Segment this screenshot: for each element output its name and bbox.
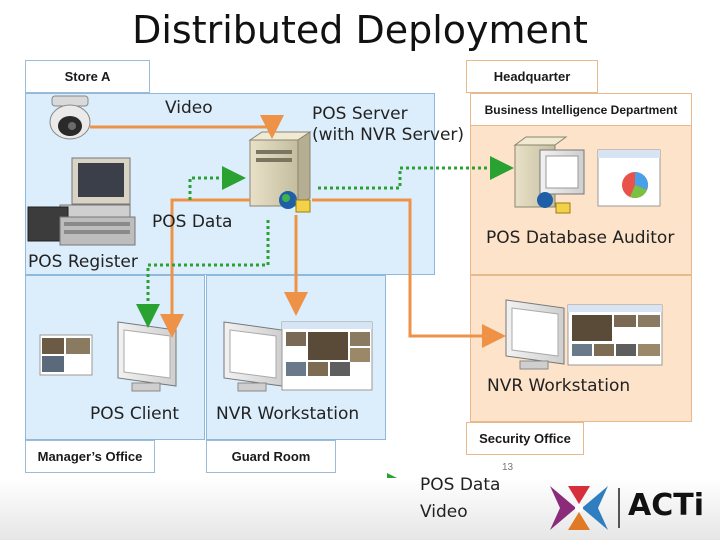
legend-video-label: Video xyxy=(420,502,468,522)
guard-nvr-monitor-icon xyxy=(223,321,373,392)
bi-computer-icon xyxy=(513,136,661,214)
pos-server-icon xyxy=(248,131,312,213)
tab-managers-office: Manager’s Office xyxy=(25,440,155,473)
logo-text: ACTi xyxy=(628,488,704,523)
pos-data-flow-register-to-server xyxy=(188,166,246,200)
footer-bar xyxy=(0,478,720,540)
tab-business-intelligence: Business Intelligence Department xyxy=(470,93,692,126)
tab-headquarter: Headquarter xyxy=(466,60,598,93)
page-number: 13 xyxy=(502,462,514,473)
pos-server-label: POS Server xyxy=(312,104,408,124)
pos-client-label: POS Client xyxy=(90,404,180,424)
security-nvr-workstation-label: NVR Workstation xyxy=(487,376,631,396)
guard-nvr-workstation-label: NVR Workstation xyxy=(216,404,360,424)
tab-security-office: Security Office xyxy=(466,422,584,455)
logo-divider xyxy=(618,488,620,528)
security-nvr-monitor-icon xyxy=(505,299,663,370)
video-label: Video xyxy=(165,98,213,118)
video-flow-camera-to-server xyxy=(90,115,284,139)
pos-data-flow-server-to-client xyxy=(136,220,270,328)
video-flow-server-to-security xyxy=(312,198,506,348)
tab-guard-room: Guard Room xyxy=(206,440,336,473)
pos-server-subtitle-label: (with NVR Server) xyxy=(312,125,465,145)
pos-client-monitor-icon xyxy=(39,321,177,392)
tab-store-a: Store A xyxy=(25,60,150,93)
pos-register-label: POS Register xyxy=(28,252,138,272)
video-flow-server-to-client xyxy=(160,198,250,338)
page-title: Distributed Deployment xyxy=(132,8,588,52)
ip-camera-icon xyxy=(49,95,91,140)
pos-register-icon xyxy=(27,157,136,246)
acti-logo-icon xyxy=(550,486,608,530)
pos-data-label: POS Data xyxy=(152,212,233,232)
legend-pos-data-label: POS Data xyxy=(420,475,501,495)
pos-data-flow-server-to-bi xyxy=(318,156,514,190)
pos-database-auditor-label: POS Database Auditor xyxy=(486,228,675,248)
